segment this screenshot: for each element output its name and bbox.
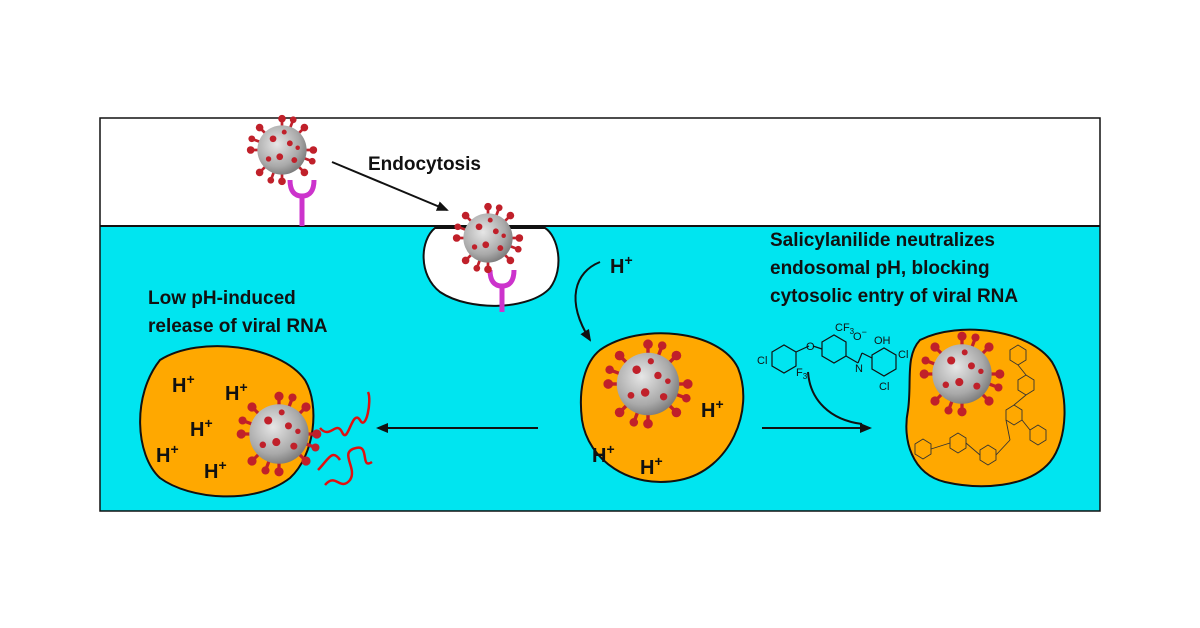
endocytosis-label: Endocytosis — [368, 154, 481, 175]
virus-icon — [451, 201, 525, 275]
svg-text:O−: O− — [853, 327, 867, 343]
receptor-icon — [487, 269, 517, 312]
virus-icon — [601, 337, 695, 431]
proton-group: H+ H+ H+ H+ H+ — [156, 371, 248, 483]
svg-text:H+: H+ — [172, 371, 195, 397]
drug-binding-arrow — [807, 371, 863, 425]
endocytosis-arrow — [331, 161, 449, 211]
rna-strand-icon — [317, 391, 373, 486]
bound-salicylanilide-icon — [914, 344, 1047, 466]
proton-group: H+ H+ H+ — [592, 396, 724, 479]
right-caption-line3: cytosolic entry of viral RNA — [770, 286, 1018, 307]
right-caption-line2: endosomal pH, blocking — [770, 258, 990, 279]
svg-text:H+: H+ — [190, 415, 213, 441]
neutralized-endosome — [905, 328, 1066, 488]
svg-text:CF3: CF3 — [835, 322, 855, 336]
proton-label: H+ — [610, 252, 633, 278]
svg-text:N: N — [855, 363, 863, 375]
svg-text:OH: OH — [874, 335, 891, 347]
molecule-labels: Cl O CF3 F3 O− OH N Cl Cl — [757, 322, 908, 393]
svg-text:Cl: Cl — [879, 381, 889, 393]
svg-text:H+: H+ — [225, 379, 248, 405]
svg-text:H+: H+ — [640, 453, 663, 479]
virus-icon — [245, 113, 319, 187]
endocytic-pocket — [422, 227, 560, 307]
svg-text:F3: F3 — [796, 367, 808, 381]
svg-text:H+: H+ — [701, 396, 724, 422]
virus-icon — [234, 389, 324, 479]
svg-text:H+: H+ — [156, 441, 179, 467]
figure-frame — [99, 117, 1101, 512]
svg-text:H+: H+ — [204, 457, 227, 483]
svg-text:H+: H+ — [592, 441, 615, 467]
svg-text:O: O — [806, 341, 815, 353]
right-caption-line1: Salicylanilide neutralizes — [770, 230, 995, 251]
left-caption-line2: release of viral RNA — [148, 316, 328, 337]
salicylanilide-structure-icon — [771, 334, 897, 377]
receptor-icon — [287, 179, 317, 226]
left-caption-line1: Low pH-induced — [148, 288, 296, 309]
proton-influx-arrow — [574, 261, 601, 342]
svg-text:Cl: Cl — [898, 349, 908, 361]
virus-icon — [917, 329, 1007, 419]
svg-text:Cl: Cl — [757, 355, 767, 367]
